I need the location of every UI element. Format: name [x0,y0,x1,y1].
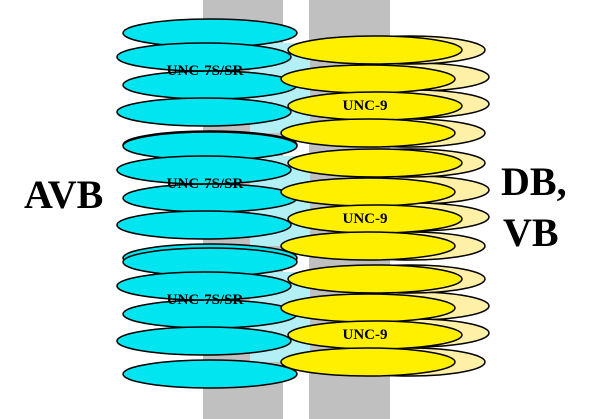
unc7-ring [116,326,292,356]
channel-2: UNC-7S/SR UNC-9 [116,131,490,273]
unc9-ring [287,35,463,65]
unc7-label: UNC-7S/SR [167,292,244,308]
unc9-ring [287,264,463,294]
unc7-ring [122,359,298,389]
channel-1: UNC-7S/SR UNC-9 [116,18,490,160]
unc9-ring [280,177,456,207]
unc7-ring [116,210,292,240]
unc9-label: UNC-9 [343,98,388,114]
channel-3: UNC-7S/SR UNC-9 [116,247,490,389]
unc9-ring [280,293,456,323]
unc9-ring [280,347,456,377]
unc7-ring [116,97,292,127]
unc9-ring [280,64,456,94]
unc9-label: UNC-9 [343,211,388,227]
label-vb: VB [503,210,559,255]
unc7-label: UNC-7S/SR [167,63,244,79]
unc7-label: UNC-7S/SR [167,176,244,192]
unc9-ring [280,118,456,148]
label-db: DB, [501,159,567,204]
channels-group: UNC-7S/SRUNC-9UNC-7S/SRUNC-9UNC-7S/SRUNC… [116,18,490,389]
unc9-ring [280,231,456,261]
unc9-label: UNC-9 [343,327,388,343]
label-avb: AVB [24,172,103,217]
unc9-ring [287,148,463,178]
